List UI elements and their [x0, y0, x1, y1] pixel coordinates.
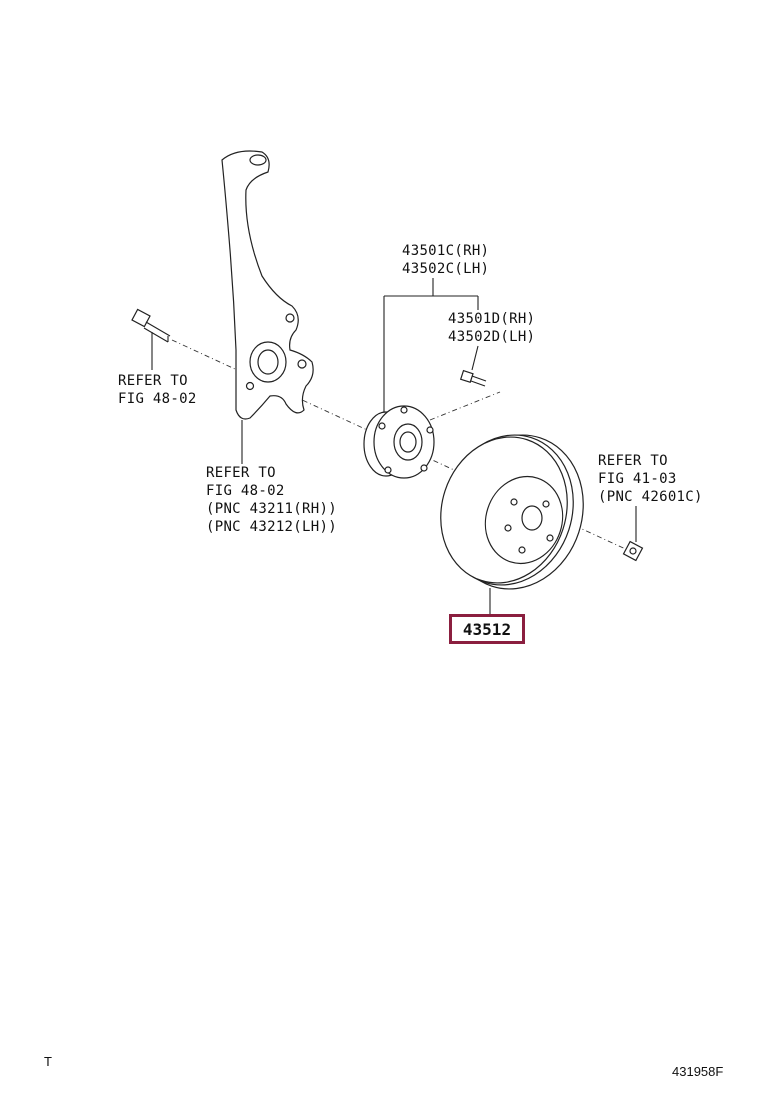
- hub-part-number-lh: 43502C(LH): [402, 261, 490, 277]
- nut-refer-line-2: FIG 41-03: [598, 471, 677, 487]
- knuckle-refer-line-2: FIG 48-02: [206, 483, 285, 499]
- footer-left-mark: T: [44, 1054, 52, 1069]
- hub-label-bracket: [383, 278, 479, 416]
- wheel-nut[interactable]: [622, 540, 644, 562]
- hub-bolt-part-number-lh: 43502D(LH): [448, 329, 536, 345]
- hub-bolt-part-number-rh: 43501D(RH): [448, 311, 536, 327]
- hub-bearing-assembly[interactable]: [363, 405, 435, 479]
- knuckle-refer-line-1: REFER TO: [206, 465, 276, 481]
- knuckle-bolt[interactable]: [131, 308, 171, 343]
- knuckle-refer-line-3: (PNC 43211(RH)): [206, 501, 337, 517]
- brake-disc[interactable]: [422, 417, 603, 606]
- steering-knuckle[interactable]: [221, 150, 314, 420]
- figure-id: 431958F: [672, 1064, 724, 1079]
- bolt-refer-line-2: FIG 48-02: [118, 391, 197, 407]
- hub-part-number-rh: 43501C(RH): [402, 243, 490, 259]
- hub-bolt[interactable]: [459, 369, 487, 387]
- hub-bolt-leader-line: [471, 345, 479, 371]
- highlighted-part-box[interactable]: 43512: [449, 614, 525, 644]
- bolt-refer-line-1: REFER TO: [118, 373, 188, 389]
- knuckle-refer-line-4: (PNC 43212(LH)): [206, 519, 337, 535]
- nut-refer-line-1: REFER TO: [598, 453, 668, 469]
- nut-refer-line-3: (PNC 42601C): [598, 489, 703, 505]
- hub-bolt-axis-line: [429, 391, 501, 421]
- disc-part-number: 43512: [462, 619, 512, 639]
